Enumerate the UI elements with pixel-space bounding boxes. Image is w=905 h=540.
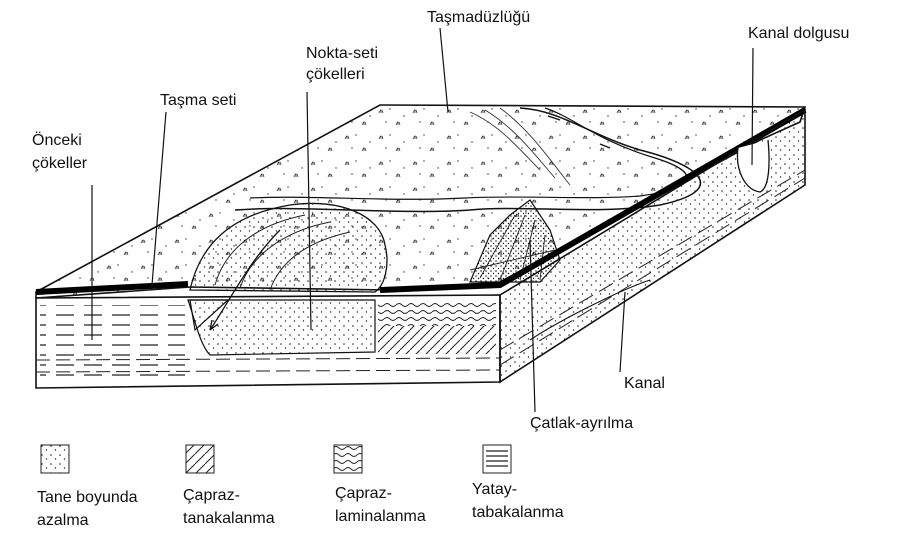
legend-label-cross-bedding-line1: Çapraz- <box>183 486 240 505</box>
legend-label-horizontal-bedding-line2: tabakalanma <box>472 503 564 522</box>
label-kanal-dolgusu: Kanal dolgusu <box>748 24 849 43</box>
legend-label-grain-size-line1: Tane boyunda <box>37 488 138 507</box>
cross-bedding-pattern-icon <box>185 444 215 474</box>
label-onceki-line2: çökeller <box>32 154 87 173</box>
label-nokta-seti-line1: Nokta-seti <box>306 44 378 63</box>
dotted-pattern-icon <box>40 444 70 474</box>
legend-item-cross-lamination <box>333 444 363 474</box>
label-tasmaduzlugu: Taşmadüzlüğü <box>427 8 530 27</box>
legend-label-cross-bedding-line2: tanakalanma <box>183 509 275 528</box>
label-tasma-seti: Taşma seti <box>160 91 236 110</box>
label-onceki-line1: Önceki <box>32 131 82 150</box>
channel-fill-dotted <box>188 300 375 355</box>
legend-item-horizontal-bedding <box>482 444 512 474</box>
legend-item-cross-bedding <box>185 444 215 474</box>
legend-label-cross-lamination-line2: laminalanma <box>335 507 426 526</box>
legend-item-grain-size <box>40 444 70 474</box>
label-kanal: Kanal <box>624 374 665 393</box>
label-catlak-ayrilma: Çatlak-ayrılma <box>530 414 633 433</box>
cross-lamination-pattern-icon <box>333 444 363 474</box>
legend-label-horizontal-bedding-line1: Yatay- <box>472 480 517 499</box>
legend-label-cross-lamination-line1: Çapraz- <box>335 484 392 503</box>
horizontal-bedding-pattern-icon <box>482 444 512 474</box>
cross-bedding-block <box>378 326 496 354</box>
legend-label-grain-size-line2: azalma <box>37 511 89 530</box>
label-nokta-seti-line2: çökelleri <box>306 65 365 84</box>
cross-lamination-block <box>378 302 496 326</box>
